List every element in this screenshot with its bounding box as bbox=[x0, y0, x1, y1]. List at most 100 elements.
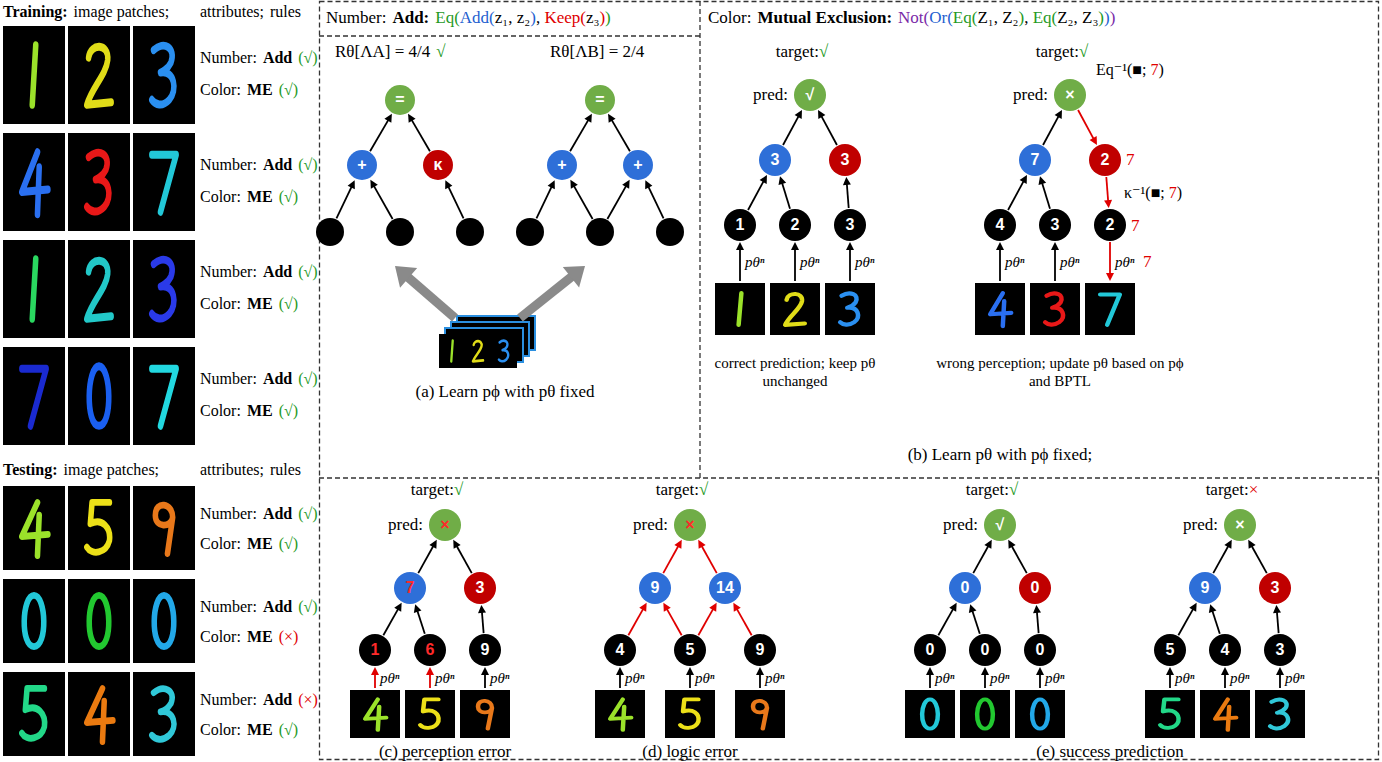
text-label: pθⁿ bbox=[935, 669, 955, 687]
label-row: Training:image patches; bbox=[3, 2, 169, 21]
text-label: ME bbox=[247, 720, 273, 739]
perception-arrow-head bbox=[1166, 667, 1174, 675]
tree-edge-line bbox=[663, 545, 679, 573]
label-row: target:√ bbox=[966, 480, 1018, 500]
leaf-link-line bbox=[448, 185, 464, 218]
text-label: √ bbox=[1009, 480, 1018, 500]
image-patch bbox=[1200, 690, 1250, 738]
image-patch bbox=[1030, 283, 1080, 335]
leaf-circles bbox=[316, 218, 684, 246]
text-label: ME bbox=[247, 627, 273, 646]
tree-edge-head bbox=[709, 603, 716, 612]
perception-arrow-head bbox=[426, 667, 434, 675]
node-text: 9 bbox=[1201, 580, 1210, 596]
text-label: z₃ bbox=[586, 8, 599, 28]
text-label: ME bbox=[247, 80, 273, 99]
tree-edge-line bbox=[783, 115, 799, 145]
handwritten-digit bbox=[990, 293, 1011, 326]
dashed-divider bbox=[319, 35, 700, 36]
tree-edge-head bbox=[1104, 200, 1112, 208]
perception-arrow bbox=[481, 667, 489, 688]
image-patch bbox=[133, 26, 195, 124]
text-label: 7 bbox=[1126, 150, 1135, 170]
label-row: pred: bbox=[388, 515, 423, 535]
label-row: Color:ME(√) bbox=[200, 294, 298, 313]
tree-edge bbox=[1033, 605, 1041, 633]
tree-edge bbox=[1078, 110, 1097, 145]
tree-node: = bbox=[385, 85, 415, 115]
text-label: pθⁿ bbox=[380, 669, 400, 687]
tree-edge-head bbox=[1273, 605, 1281, 613]
text-label: Mutual Exclusion: bbox=[757, 8, 892, 28]
tree-edge-line bbox=[418, 545, 434, 573]
perception-arrow-line bbox=[1054, 248, 1056, 281]
perception-arrow bbox=[756, 667, 764, 688]
perception-arrow-head bbox=[1051, 242, 1059, 250]
text-label: ME bbox=[247, 401, 273, 420]
tree-edge-line bbox=[411, 119, 430, 152]
handwritten-digit bbox=[840, 293, 858, 324]
perception-arrow bbox=[981, 667, 989, 688]
tree-edge-head bbox=[1020, 175, 1027, 184]
text-label: target: bbox=[656, 480, 699, 500]
handwritten-digit bbox=[22, 688, 45, 738]
tree-node: 2 bbox=[779, 209, 811, 241]
tree-edge bbox=[783, 110, 802, 145]
tree-node: 0 bbox=[949, 572, 981, 604]
perception-arrow bbox=[1106, 242, 1114, 281]
tree-edge-line bbox=[1078, 110, 1094, 140]
image-patch bbox=[68, 579, 130, 663]
label-row: pθⁿ bbox=[935, 669, 955, 687]
tree-edge-head bbox=[969, 604, 977, 613]
text-label: 7 bbox=[1131, 216, 1140, 236]
handwritten-digit bbox=[87, 502, 110, 552]
text-label: Number: bbox=[200, 369, 257, 388]
node-text: 5 bbox=[686, 642, 695, 658]
tree-node: 0 bbox=[914, 634, 946, 666]
tree-edge-line bbox=[972, 610, 980, 634]
label-row: pθⁿ bbox=[380, 669, 400, 687]
text-label: Color: bbox=[200, 294, 241, 313]
image-patch bbox=[1145, 690, 1195, 738]
text-label: ) bbox=[1104, 8, 1110, 28]
image-patch bbox=[465, 334, 491, 368]
tree-edge-line bbox=[628, 608, 644, 636]
text-label: (×) bbox=[279, 627, 299, 646]
tree-edge bbox=[698, 603, 716, 635]
tree-edge bbox=[570, 114, 592, 151]
text-label: pθⁿ bbox=[765, 669, 785, 687]
tree-edge bbox=[478, 605, 486, 633]
tree-edge-head bbox=[1224, 540, 1231, 549]
tree-node: 7 bbox=[1019, 144, 1051, 176]
node-text: 9 bbox=[756, 642, 765, 658]
tree-edge bbox=[1248, 540, 1266, 573]
text-label: (e) success prediction bbox=[1036, 742, 1183, 762]
leaf-link-head bbox=[445, 180, 452, 189]
label-row: pθⁿ bbox=[1285, 669, 1305, 687]
handwritten-digit bbox=[922, 699, 938, 728]
text-label: pred: bbox=[1013, 85, 1048, 105]
node-text: 1 bbox=[371, 642, 380, 658]
panel-borders bbox=[319, 1, 1379, 760]
perception-arrow bbox=[736, 242, 744, 281]
tree-node: = bbox=[585, 85, 615, 115]
tree-node: 4 bbox=[1209, 634, 1241, 666]
tree-node: 3 bbox=[1039, 209, 1071, 241]
tree-edge-head bbox=[795, 110, 802, 119]
tree-edge-head bbox=[1008, 540, 1015, 549]
handwritten-digit bbox=[365, 699, 386, 729]
label-row: pθⁿ bbox=[990, 669, 1010, 687]
handwritten-digit bbox=[478, 701, 492, 729]
tree-edge-head bbox=[818, 110, 825, 119]
tree-edge-line bbox=[456, 545, 472, 573]
handwritten-digit bbox=[499, 341, 508, 361]
tree-edge-head bbox=[663, 603, 670, 612]
tree-node: 9 bbox=[469, 634, 501, 666]
text-label: Color: bbox=[200, 534, 241, 553]
label-row: Color:ME(×) bbox=[200, 627, 298, 646]
image-patch bbox=[3, 672, 65, 756]
label-row: target:√ bbox=[656, 480, 708, 500]
image-patch bbox=[3, 486, 65, 570]
tree-edge bbox=[414, 604, 425, 634]
